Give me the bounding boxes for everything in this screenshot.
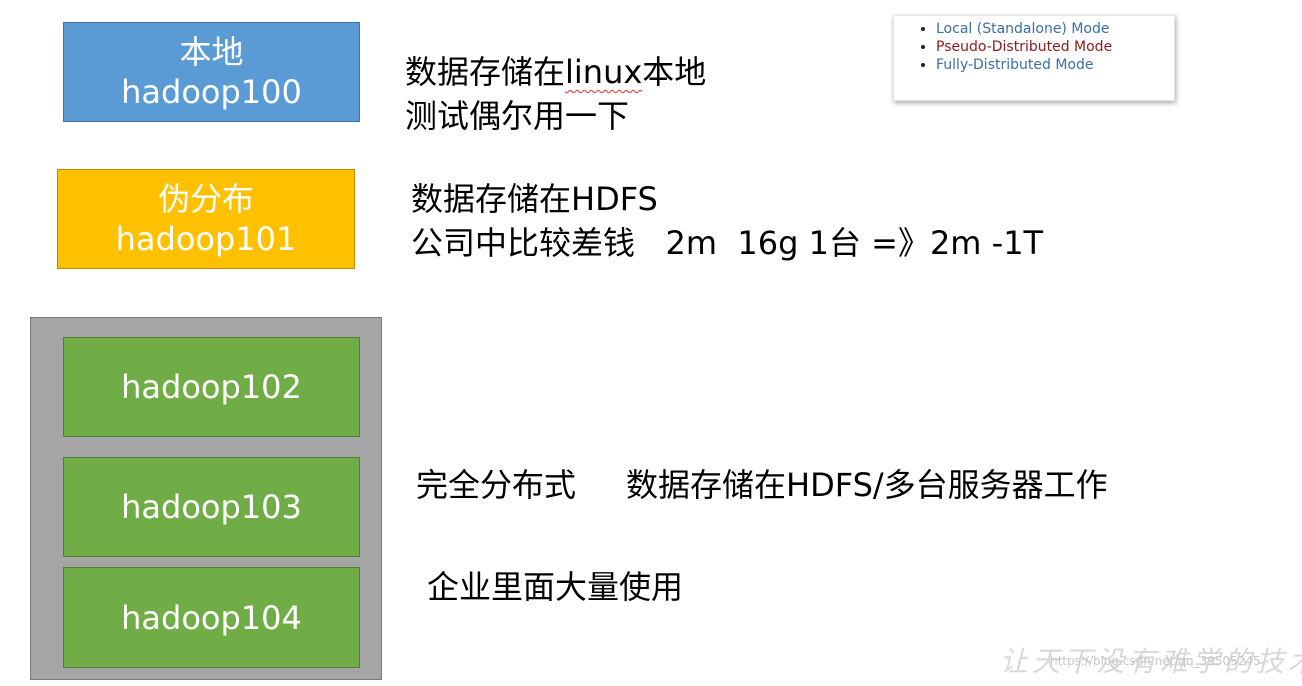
local-node-host: hadoop100 xyxy=(121,73,302,111)
local-description-line2: 测试偶尔用一下 xyxy=(405,97,630,135)
cluster-description-label: 完全分布式 xyxy=(416,466,577,504)
modes-list-card: Local (Standalone) Mode Pseudo-Distribut… xyxy=(893,15,1175,101)
mode-item-label[interactable]: Pseudo-Distributed Mode xyxy=(936,39,1113,55)
watermark-text: 让天下没有难学的技术 xyxy=(1000,645,1302,678)
cluster-node-2: hadoop103 xyxy=(63,457,360,557)
cluster-node-host: hadoop102 xyxy=(121,368,302,406)
pseudo-description-line1: 数据存储在HDFS xyxy=(411,180,658,218)
mode-item-label[interactable]: Fully-Distributed Mode xyxy=(936,57,1094,73)
local-description-word: linux xyxy=(565,53,643,91)
local-description-post: 本地 xyxy=(642,53,707,91)
local-description-line1: 数据存储在linux本地 xyxy=(405,50,706,94)
cluster-node-host: hadoop104 xyxy=(121,598,302,637)
cluster-description-line: 数据存储在HDFS/多台服务器工作 xyxy=(626,466,1108,504)
local-node-title: 本地 xyxy=(179,33,244,71)
cluster-node-host: hadoop103 xyxy=(121,488,302,526)
local-description: 数据存储在linux本地 测试偶尔用一下 xyxy=(405,50,706,138)
cluster-usage: 企业里面大量使用 xyxy=(427,568,684,606)
cluster-node-3: hadoop104 xyxy=(63,567,360,668)
pseudo-node-box: 伪分布 hadoop101 xyxy=(57,169,355,269)
modes-list: Local (Standalone) Mode Pseudo-Distribut… xyxy=(894,20,1174,74)
mode-item-local: Local (Standalone) Mode xyxy=(936,20,1174,38)
pseudo-node-title: 伪分布 xyxy=(157,180,254,218)
pseudo-description: 数据存储在HDFS 公司中比较差钱 2m 16g 1台 =》2m -1T xyxy=(411,177,1043,265)
mode-item-label[interactable]: Local (Standalone) Mode xyxy=(936,21,1110,37)
mode-item-pseudo: Pseudo-Distributed Mode xyxy=(936,38,1174,56)
mode-item-fully: Fully-Distributed Mode xyxy=(936,56,1174,74)
local-node-box: 本地 hadoop100 xyxy=(63,22,360,122)
pseudo-node-host: hadoop101 xyxy=(115,220,297,258)
pseudo-description-line2: 公司中比较差钱 2m 16g 1台 =》2m -1T xyxy=(411,224,1044,262)
local-description-pre: 数据存储在 xyxy=(405,53,566,91)
cluster-description: 完全分布式 数据存储在HDFS/多台服务器工作 xyxy=(416,463,1108,507)
watermark-url: https://blog.csdn.net/qq_39505245 xyxy=(1050,654,1261,668)
cluster-node-1: hadoop102 xyxy=(63,337,360,437)
